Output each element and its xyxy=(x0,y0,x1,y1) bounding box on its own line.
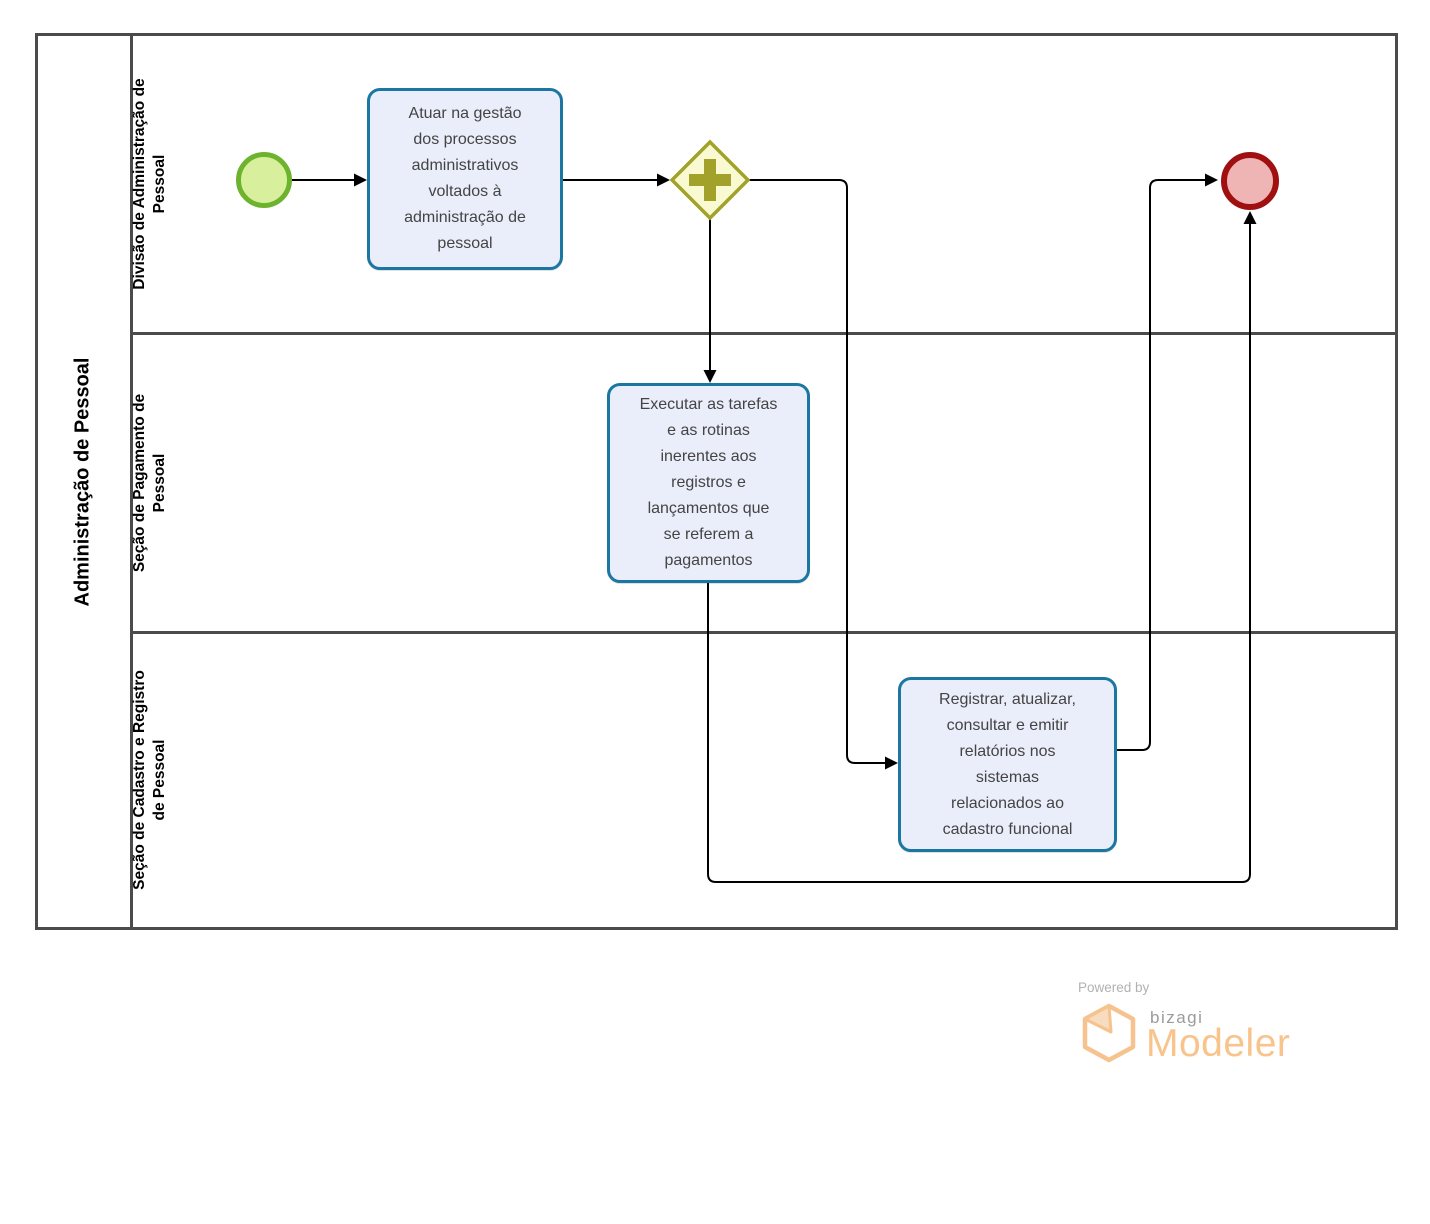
powered-by-label: Powered by xyxy=(1078,980,1150,995)
modeler-product-label: Modeler xyxy=(1146,1022,1291,1065)
start-event[interactable] xyxy=(236,152,292,208)
pool-title: Administração de Pessoal xyxy=(71,357,94,607)
bizagi-brand-label: bizagi xyxy=(1150,1008,1204,1027)
lane-label-secao-cadastro: Seção de Cadastro e Registro de Pessoal xyxy=(131,670,168,890)
lane-label-secao-pagamento: Seção de Pagamento de Pessoal xyxy=(131,393,168,573)
task-atuar-na-gestao[interactable]: Atuar na gestão dos processos administra… xyxy=(367,88,563,270)
pool-label-divider xyxy=(130,33,133,930)
task-executar-tarefas[interactable]: Executar as tarefas e as rotinas inerent… xyxy=(607,383,810,583)
end-event[interactable] xyxy=(1221,152,1279,210)
lane-divider-1 xyxy=(133,332,1398,335)
bizagi-logo-icon xyxy=(1082,1003,1136,1063)
lane-divider-2 xyxy=(133,631,1398,634)
lane-label-divisao-administracao: Divisão de Administração de Pessoal xyxy=(131,78,168,290)
task-registrar-atualizar[interactable]: Registrar, atualizar, consultar e emitir… xyxy=(898,677,1117,852)
